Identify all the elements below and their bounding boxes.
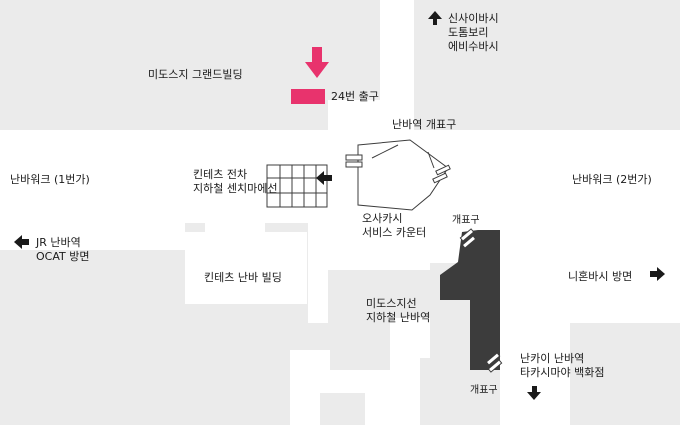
jr-passage bbox=[0, 223, 185, 250]
midosuji-grand-building-label: 미도스지 그랜드빌딩 bbox=[148, 68, 243, 81]
arrow-up-icon bbox=[428, 11, 442, 25]
south-passage bbox=[500, 323, 570, 425]
exit-24-marker bbox=[291, 89, 325, 104]
osaka-service-counter-label: 오사카시 서비스 카운터 bbox=[362, 212, 427, 239]
gate-building-outline bbox=[357, 139, 449, 211]
midosuji-line-platform bbox=[440, 230, 500, 370]
exit-arrow-icon bbox=[305, 47, 329, 78]
stairs bbox=[266, 164, 328, 208]
namba-walk-1-label: 난바워크 (1번가) bbox=[10, 173, 90, 186]
arrow-right-icon bbox=[650, 267, 665, 281]
namba-station-gate-label: 난바역 개표구 bbox=[392, 118, 457, 131]
arrow-down-icon bbox=[527, 386, 541, 400]
gate-upper-label: 개표구 bbox=[452, 215, 480, 226]
shinsaibashi-label: 신사이바시 도톰보리 에비수바시 bbox=[448, 12, 499, 53]
namba-walk-2-label: 난바워크 (2번가) bbox=[572, 173, 652, 186]
jr-namba-label: JR 난바역 OCAT 방면 bbox=[36, 236, 90, 263]
gate-lower-label: 개표구 bbox=[470, 385, 498, 396]
kintetsu-train-label: 킨테츠 전차 지하철 센치마에선 bbox=[193, 168, 278, 195]
exit-24-label: 24번 출구 bbox=[331, 90, 379, 103]
midosuji-line-label: 미도스지선 지하철 난바역 bbox=[366, 297, 431, 324]
nankai-takashimaya-label: 난카이 난바역 타카시마야 백화점 bbox=[520, 352, 605, 379]
arrow-left-icon bbox=[14, 235, 29, 249]
central-hall bbox=[310, 210, 430, 270]
kintetsu-namba-building-label: 킨테츠 난바 빌딩 bbox=[204, 271, 282, 284]
nihonbashi-label: 니혼바시 방면 bbox=[568, 270, 633, 283]
arrow-left-icon bbox=[316, 171, 332, 185]
